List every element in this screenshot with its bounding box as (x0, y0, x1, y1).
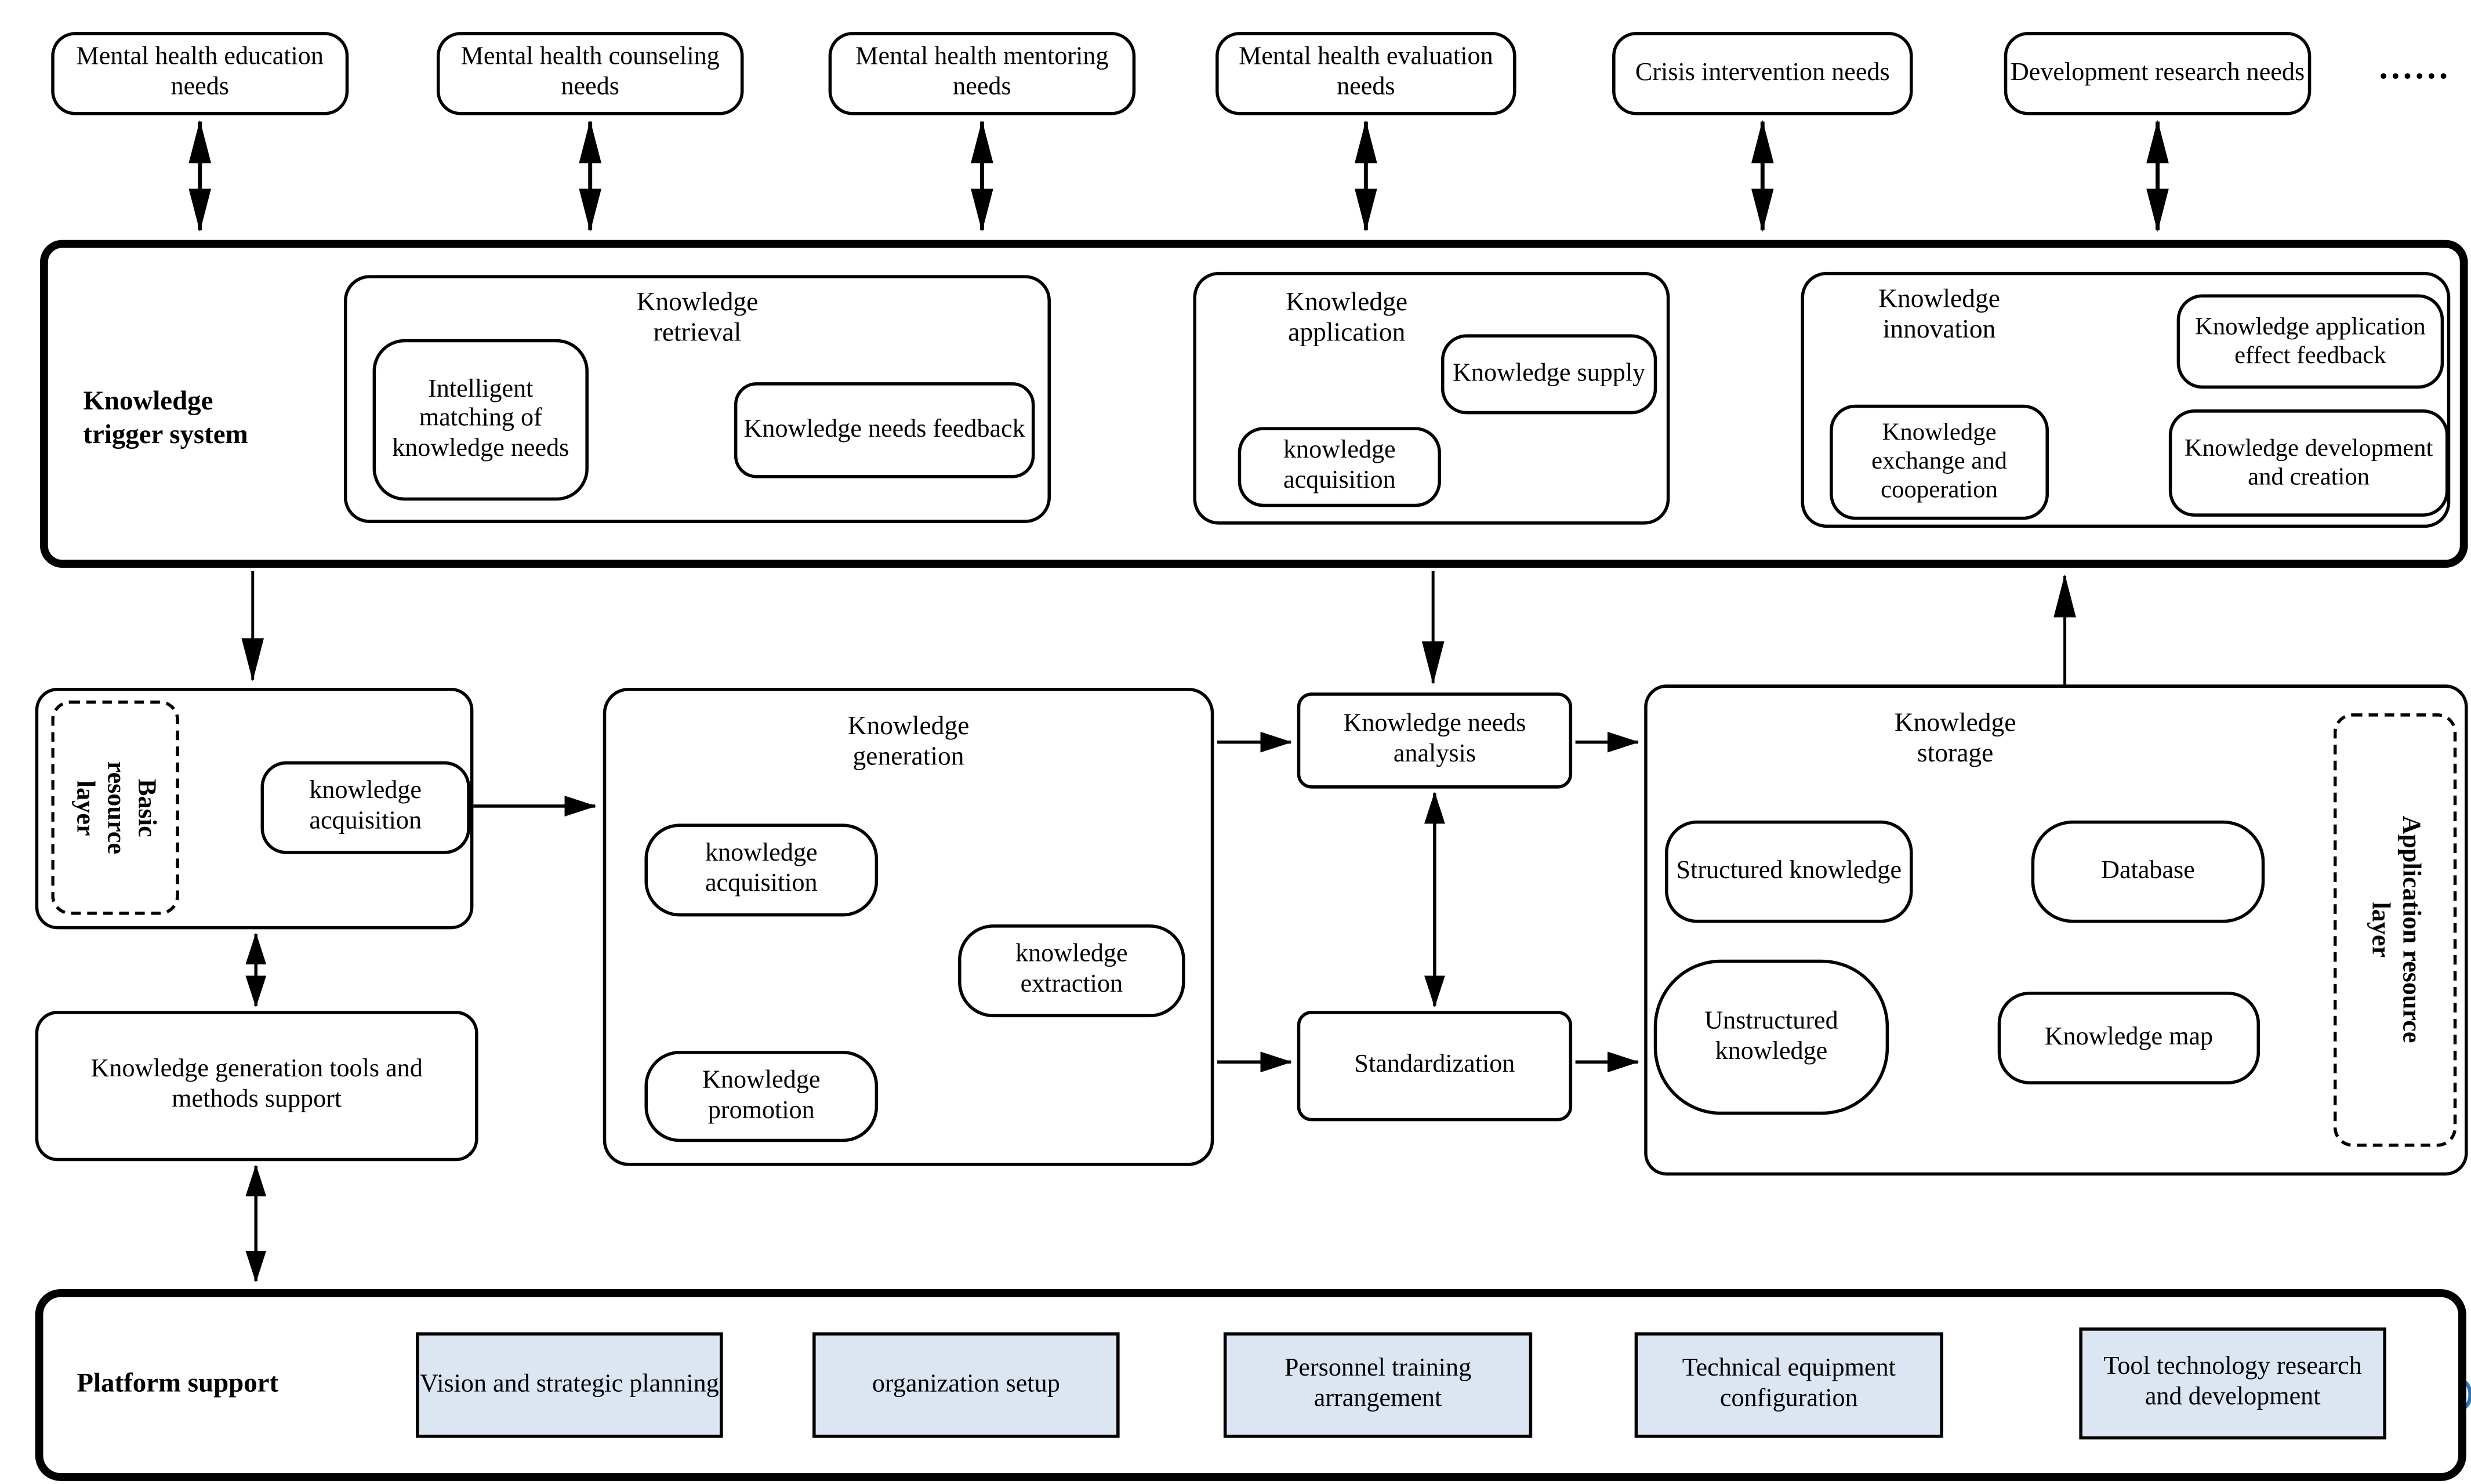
knowledge-storage-title: Knowledge storage (1894, 706, 2016, 768)
application-knowledge-acquisition-box: knowledge acquisition (1238, 427, 1441, 507)
knowledge-application-title: Knowledge application (1286, 286, 1408, 347)
knowledge-extraction-box: knowledge extraction (958, 924, 1185, 1018)
step-personnel-training: Personnel training arrangement (1223, 1332, 1533, 1438)
need-evaluation: Mental health evaluation needs (1215, 32, 1516, 115)
layer-connectors (241, 571, 2076, 685)
unstructured-knowledge-box: Unstructured knowledge (1653, 959, 1889, 1115)
knowledge-promotion-box: Knowledge promotion (644, 1051, 879, 1142)
step-organization-setup: organization setup (812, 1332, 1120, 1438)
ellipsis-more-needs: ...... (2379, 46, 2451, 87)
needs-trigger-arrows (188, 119, 2169, 232)
structured-knowledge-box: Structured knowledge (1665, 820, 1913, 923)
step-vision-planning: Vision and strategic planning (416, 1332, 723, 1438)
knowledge-needs-analysis-box: Knowledge needs analysis (1297, 692, 1573, 789)
knowledge-application-effect-feedback-box: Knowledge application effect feedback (2176, 294, 2444, 389)
knowledge-map-box: Knowledge map (1997, 991, 2260, 1084)
knowledge-retrieval-title: Knowledge retrieval (636, 286, 759, 347)
knowledge-development-creation-box: Knowledge development and creation (2168, 409, 2449, 517)
need-development: Development research needs (2004, 32, 2312, 115)
middle-knowledge-acquisition-box: knowledge acquisition (260, 761, 470, 854)
knowledge-generation-title: Knowledge generation (847, 710, 970, 771)
step-technical-equipment: Technical equipment configuration (1634, 1332, 1943, 1438)
generation-knowledge-acquisition-box: knowledge acquisition (644, 823, 879, 917)
generation-tools-support-box: Knowledge generation tools and methods s… (35, 1011, 478, 1162)
platform-support-title: Platform support (77, 1367, 279, 1398)
knowledge-innovation-title: Knowledge innovation (1878, 282, 2000, 344)
intelligent-matching-box: Intelligent matching of knowledge needs (372, 339, 589, 501)
trigger-system-title: Knowledge trigger system (83, 385, 248, 450)
step-tool-technology: Tool technology research and development (2079, 1327, 2386, 1440)
need-education: Mental health education needs (51, 32, 349, 115)
application-resource-layer-label: Application resource layer (2333, 713, 2457, 1147)
basic-resource-layer-label: Basic resource layer (51, 701, 179, 915)
knowledge-supply-box: Knowledge supply (1440, 334, 1657, 415)
database-box: Database (2031, 820, 2265, 923)
knowledge-exchange-cooperation-box: Knowledge exchange and cooperation (1830, 404, 2049, 520)
need-mentoring: Mental health mentoring needs (828, 32, 1136, 115)
standardization-box: Standardization (1297, 1011, 1573, 1122)
need-counseling: Mental health counseling needs (436, 32, 744, 115)
need-crisis: Crisis intervention needs (1612, 32, 1913, 115)
knowledge-needs-feedback-box: Knowledge needs feedback (734, 382, 1035, 478)
